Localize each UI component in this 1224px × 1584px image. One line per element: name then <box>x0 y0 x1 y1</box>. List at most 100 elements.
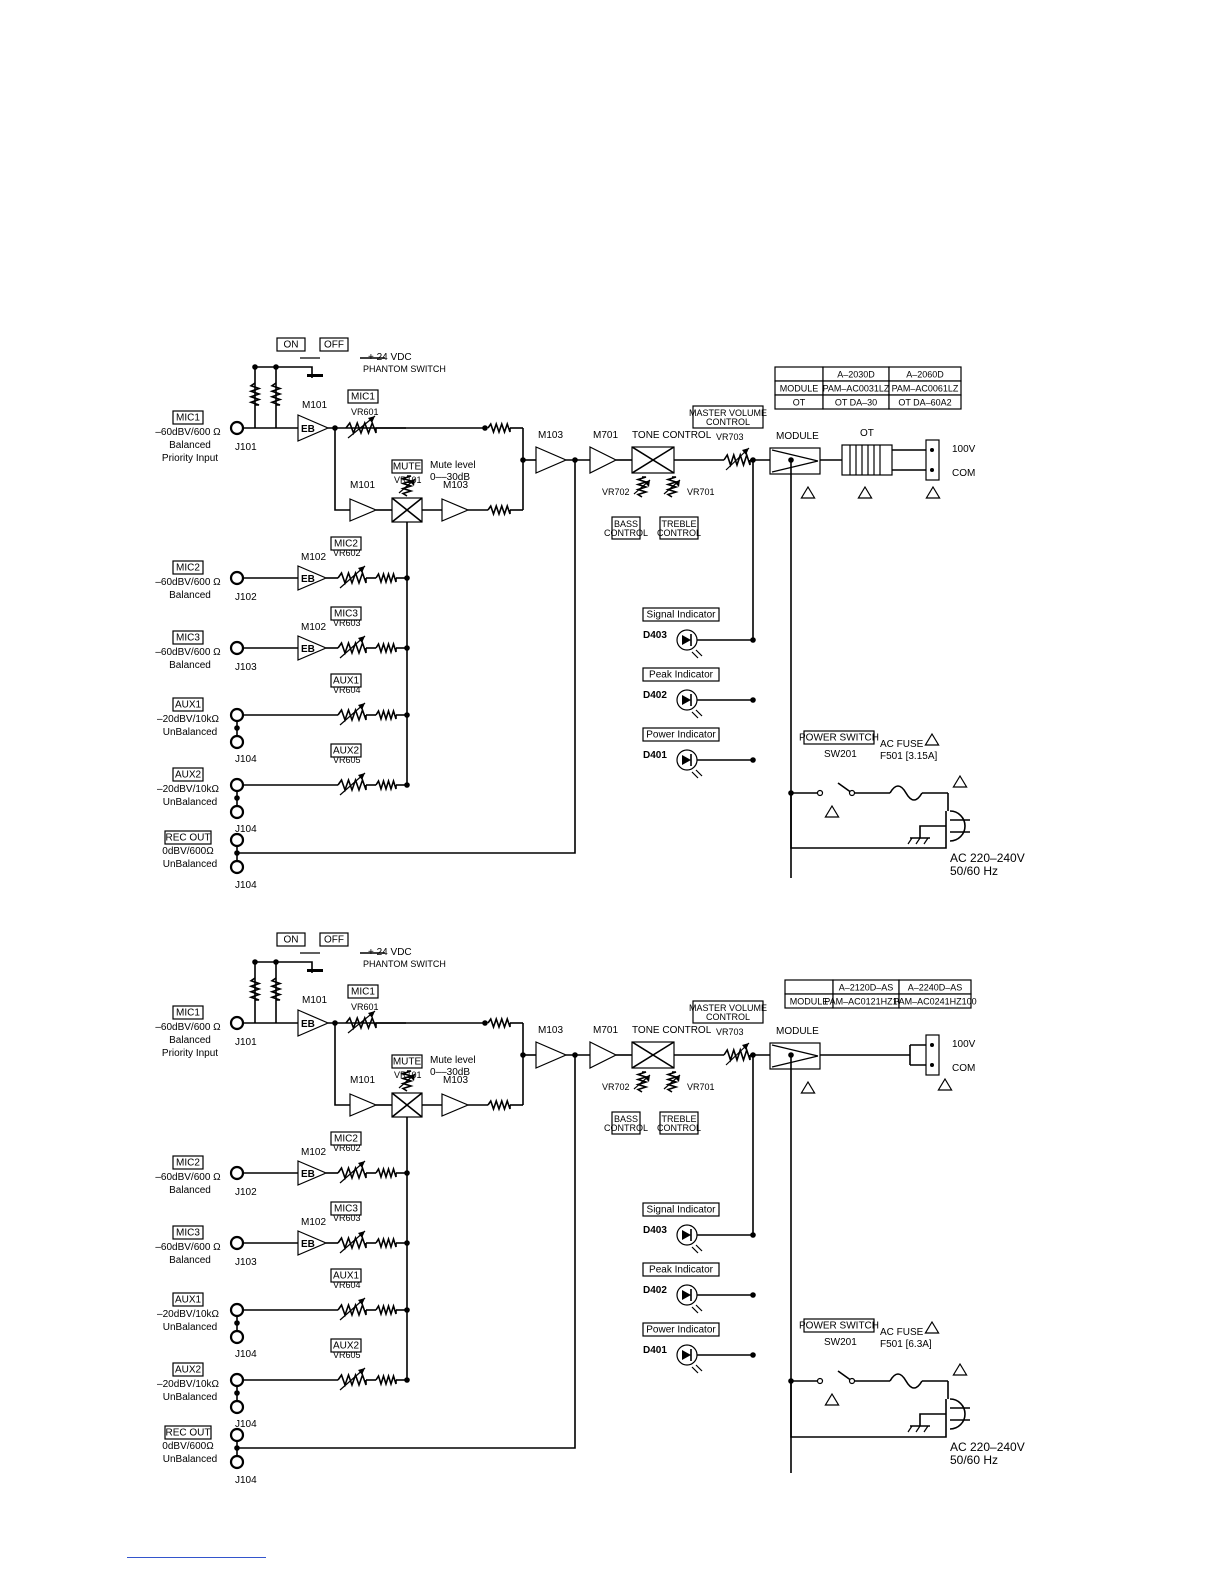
variable-resistor-icon <box>337 772 367 796</box>
warning-triangle-icon <box>824 804 840 818</box>
table-cell-text: A–2060D <box>906 370 944 380</box>
variable-resistor-icon <box>337 635 367 659</box>
jack-icon <box>229 1454 245 1470</box>
m701-amp <box>589 446 618 474</box>
switch-contact <box>307 969 323 972</box>
resistor-icon <box>487 1016 511 1030</box>
ac-return <box>790 793 947 849</box>
input-extra: Priority Input <box>162 453 218 464</box>
label-box <box>803 730 875 745</box>
module-label: M102 <box>301 622 326 633</box>
label-box <box>330 1131 362 1146</box>
diagonal <box>631 446 675 474</box>
ground-icon <box>907 1425 913 1433</box>
m701-amp <box>589 1041 618 1069</box>
module-glyph <box>771 1044 819 1057</box>
ac-frequency: 50/60 Hz <box>950 864 998 878</box>
mute-level: Mute level <box>430 1055 476 1066</box>
amplifier-triangle <box>441 498 470 522</box>
warning-triangle-icon <box>800 485 816 499</box>
switch-contact <box>848 1377 856 1385</box>
label-box <box>330 1268 362 1283</box>
module-label: M103 <box>443 480 468 491</box>
input-type: Balanced <box>169 1255 211 1266</box>
label-box <box>319 337 349 352</box>
label-text: AUX2 <box>175 770 202 781</box>
label-box <box>642 1262 720 1277</box>
label-box <box>642 1202 720 1217</box>
vr-name-label: MIC1 <box>347 984 379 999</box>
resistor-zigzag <box>665 476 679 498</box>
mute-label: MUTE <box>391 1054 423 1069</box>
vr-name-label: AUX1 <box>330 1268 362 1283</box>
label-text: BASS <box>614 519 638 529</box>
jack-label: J101 <box>235 442 257 453</box>
variable-resistor-icon <box>337 1160 367 1184</box>
table-cell-text: PAM–AC0031LZ <box>823 384 890 394</box>
label-text: CONTROL <box>657 528 701 538</box>
mic-preamp: EB <box>297 565 328 591</box>
arrow-head <box>644 1075 650 1082</box>
vr-label: VR603 <box>333 1213 361 1223</box>
led-ray <box>691 651 699 659</box>
m103-amp <box>535 446 568 474</box>
module-label: M103 <box>443 1075 468 1086</box>
label-box <box>276 932 306 947</box>
mic1-preamp: EB <box>297 414 330 442</box>
fuse-label: AC FUSE <box>880 739 924 750</box>
phantom-off-label: OFF <box>319 932 349 947</box>
mute-attenuator <box>391 1092 423 1118</box>
label-box <box>330 606 362 621</box>
label-box <box>319 932 349 947</box>
table-cell-text: PAM–AC0241HZ100 <box>893 997 976 1007</box>
input-name-2: MIC3 <box>172 1225 204 1240</box>
jack-icon <box>229 1235 245 1251</box>
led-icon <box>676 629 703 659</box>
vr-label: VR601 <box>351 1002 379 1012</box>
input-name-2: MIC3 <box>172 630 204 645</box>
label-text: AUX1 <box>333 1271 360 1282</box>
label-text: MIC1 <box>351 987 375 998</box>
vr-name-label: MIC2 <box>330 1131 362 1146</box>
resistor-icon <box>248 977 262 1001</box>
diagonal <box>631 1041 675 1069</box>
junction-dot <box>404 782 410 788</box>
indicator-label-2: Power Indicator <box>642 1322 720 1337</box>
label-box <box>391 1054 423 1069</box>
label-text: Peak Indicator <box>649 1265 714 1276</box>
junction-dot <box>404 1170 410 1176</box>
table-cell-text: PAM–AC0061LZ <box>892 384 959 394</box>
led-ray <box>695 1304 703 1312</box>
resistor-icon <box>487 421 511 435</box>
junction-dot <box>404 645 410 651</box>
input-type: Balanced <box>169 660 211 671</box>
arrow-head <box>674 1075 680 1082</box>
jack-icon <box>229 777 245 793</box>
label-box <box>347 389 379 404</box>
eb-label: EB <box>301 424 315 435</box>
vr-label: VR602 <box>333 1143 361 1153</box>
label-text: Power Indicator <box>646 730 716 741</box>
ot-text: OT <box>860 428 874 439</box>
tone-control-box <box>631 1041 675 1069</box>
label-text: MIC1 <box>351 392 375 403</box>
vr-label: VR604 <box>333 1280 361 1290</box>
label-box <box>172 560 204 575</box>
label-box <box>611 1111 641 1135</box>
resistor-zigzag <box>345 420 377 436</box>
led-ray <box>691 1246 699 1254</box>
led-icon <box>676 689 703 719</box>
led-ray <box>691 1366 699 1374</box>
led-triangle <box>682 1230 691 1240</box>
warning-triangle-icon <box>924 1320 940 1334</box>
footer-rule <box>127 1557 266 1558</box>
arrow-head <box>644 480 650 487</box>
variable-resistor-icon <box>663 1071 681 1093</box>
label-text: AUX1 <box>175 1295 202 1306</box>
resistor-zigzag <box>337 1165 367 1181</box>
table-cell <box>888 394 962 410</box>
arrow-head <box>358 1161 365 1168</box>
label-box <box>330 743 362 758</box>
